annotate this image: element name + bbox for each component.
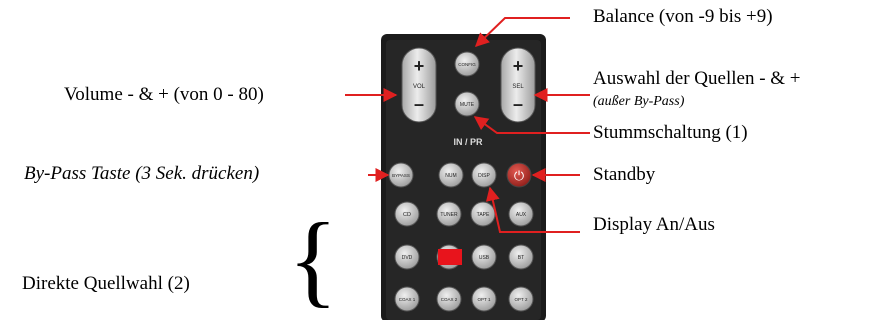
volume-minus-label: –: [414, 94, 424, 114]
aux-button[interactable]: AUX: [508, 201, 534, 227]
bt-button[interactable]: BT: [508, 244, 534, 270]
num-button[interactable]: NUM: [438, 162, 464, 188]
opt1-button-label: OPT 1: [478, 297, 491, 302]
bt-button-label: BT: [518, 255, 524, 261]
tape-button[interactable]: TAPE: [470, 201, 496, 227]
volume-annotation: Volume - & + (von 0 - 80): [64, 84, 264, 105]
config-button[interactable]: CONFIG: [454, 51, 480, 77]
tuner-button[interactable]: TUNER: [436, 201, 462, 227]
volume-label: VOL: [413, 84, 426, 90]
usb-button[interactable]: USB: [471, 244, 497, 270]
aux-button-label: AUX: [516, 212, 527, 218]
source-select-rocker[interactable]: + SEL –: [500, 47, 536, 123]
power-button[interactable]: ⏻: [506, 162, 532, 188]
source-select-note: (außer By-Pass): [593, 94, 685, 109]
arrow-mute: [473, 116, 590, 134]
redacted-button[interactable]: [436, 244, 462, 270]
mute-button[interactable]: MUTE: [454, 91, 480, 117]
balance-annotation: Balance (von -9 bis +9): [593, 6, 773, 27]
volume-plus-label: +: [414, 56, 425, 76]
cd-button[interactable]: CD: [394, 201, 420, 227]
dvd-button[interactable]: DVD: [394, 244, 420, 270]
disp-button[interactable]: DISP: [471, 162, 497, 188]
coax2-button-label: COAX 2: [441, 297, 458, 302]
bypass-button-label: BYPASS: [392, 173, 410, 178]
direct-source-annotation: Direkte Quellwahl (2): [22, 273, 190, 294]
standby-annotation: Standby: [593, 164, 656, 185]
cd-button-label: CD: [403, 212, 411, 218]
source-select-annotation: Auswahl der Quellen - & +: [593, 68, 801, 89]
arrow-balance: [474, 17, 570, 47]
display-annotation: Display An/Aus: [593, 214, 715, 235]
tuner-button-label: TUNER: [440, 212, 458, 218]
brace-symbol: {: [288, 202, 338, 317]
mute-button-label: MUTE: [460, 102, 475, 108]
annotation-arrows: [345, 17, 590, 233]
config-button-label: CONFIG: [458, 62, 476, 67]
mute-annotation: Stummschaltung (1): [593, 122, 748, 143]
bypass-button[interactable]: BYPASS: [388, 162, 414, 188]
dvd-button-label: DVD: [402, 255, 413, 261]
bypass-annotation: By-Pass Taste (3 Sek. drücken): [24, 163, 260, 184]
power-icon: ⏻: [514, 169, 524, 184]
num-button-label: NUM: [445, 173, 456, 179]
coax1-button-label: COAX 1: [399, 297, 416, 302]
opt2-button[interactable]: OPT 2: [508, 286, 534, 312]
coax2-button[interactable]: COAX 2: [436, 286, 462, 312]
panel-label: IN / PR: [453, 137, 483, 147]
coax1-button[interactable]: COAX 1: [394, 286, 420, 312]
disp-button-label: DISP: [478, 173, 490, 179]
select-label: SEL: [512, 84, 524, 90]
opt2-button-label: OPT 2: [515, 297, 528, 302]
select-minus-label: –: [513, 94, 523, 114]
volume-rocker[interactable]: + VOL –: [401, 47, 437, 123]
select-plus-label: +: [513, 56, 524, 76]
tape-button-label: TAPE: [477, 212, 490, 218]
red-highlight-box: [438, 249, 462, 265]
usb-button-label: USB: [479, 255, 490, 261]
arrow-display: [485, 186, 580, 233]
opt1-button[interactable]: OPT 1: [471, 286, 497, 312]
